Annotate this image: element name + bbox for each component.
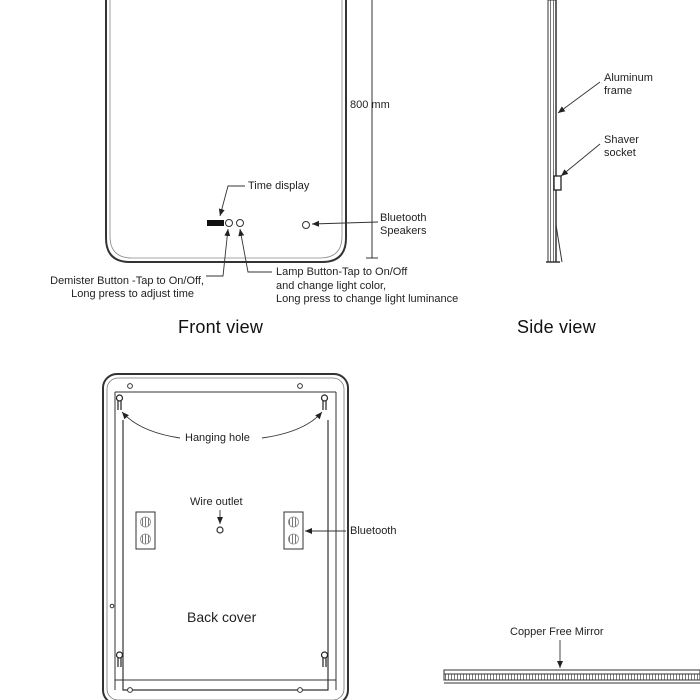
demister-leader [206, 228, 231, 277]
front-mirror-outline [105, 0, 347, 263]
bluetooth-leader [311, 220, 379, 227]
demister-label-line1: Demister Button -Tap to On/Off, [50, 275, 204, 287]
mirror-section-drawing [443, 640, 700, 684]
back-inner-frame [106, 377, 345, 700]
lamp-leader [238, 228, 272, 273]
shaver-socket-leader [560, 143, 601, 177]
time-display-label: Time display [248, 180, 310, 192]
bluetooth-back-label: Bluetooth [350, 525, 397, 537]
bluetooth-speaker-icon [302, 221, 310, 229]
lamp-label-line3: Long press to change light luminance [276, 293, 459, 305]
side-profile-base [555, 224, 563, 263]
side-profile-body [547, 0, 557, 263]
back-outer-frame [102, 373, 349, 700]
mirror-glass-layer [443, 669, 700, 675]
lamp-label-line2: and change light color, [276, 280, 387, 292]
shaver-socket-label-line1: Shaver [604, 134, 639, 146]
bluetooth-speaker-right [283, 511, 304, 550]
aluminum-frame-label-line1: Aluminum [604, 72, 653, 84]
front-view-drawing [105, 0, 379, 277]
lamp-button[interactable] [236, 219, 244, 227]
front-view-title: Front view [178, 317, 264, 337]
back-view-drawing [102, 373, 349, 700]
hanging-hole-label: Hanging hole [185, 432, 250, 444]
demister-label-line2: Long press to adjust time [71, 288, 194, 300]
shaver-socket-block [553, 175, 562, 191]
aluminum-frame-leader [557, 81, 601, 114]
screw-icon-group [109, 383, 303, 693]
dimension-label: 800 mm [350, 99, 390, 111]
hanging-hole-leader-left [121, 411, 181, 439]
bluetooth-speakers-label-line1: Bluetooth [380, 212, 427, 224]
side-view-drawing [546, 0, 601, 263]
back-cover-panel [122, 420, 329, 691]
bluetooth-speaker-left [135, 511, 156, 550]
demister-button[interactable] [225, 219, 233, 227]
wire-outlet-hole [216, 526, 224, 534]
hanging-hole-leader-right [261, 411, 323, 439]
aluminum-frame-label-line2: frame [604, 85, 633, 97]
hanging-hole-icon [115, 394, 329, 667]
lamp-label-line1: Lamp Button-Tap to On/Off [276, 266, 408, 278]
back-cover-label: Back cover [187, 609, 257, 625]
wire-outlet-label: Wire outlet [190, 496, 243, 508]
mirror-backing-layer [443, 673, 700, 681]
side-view-title: Side view [517, 317, 596, 337]
bluetooth-speakers-label-line2: Speakers [380, 225, 427, 237]
time-display-leader [218, 185, 245, 217]
copper-free-mirror-label: Copper Free Mirror [510, 626, 604, 638]
front-mirror-inner-outline [109, 0, 343, 259]
time-display-screen [207, 220, 224, 226]
shaver-socket-label-line2: socket [604, 147, 636, 159]
